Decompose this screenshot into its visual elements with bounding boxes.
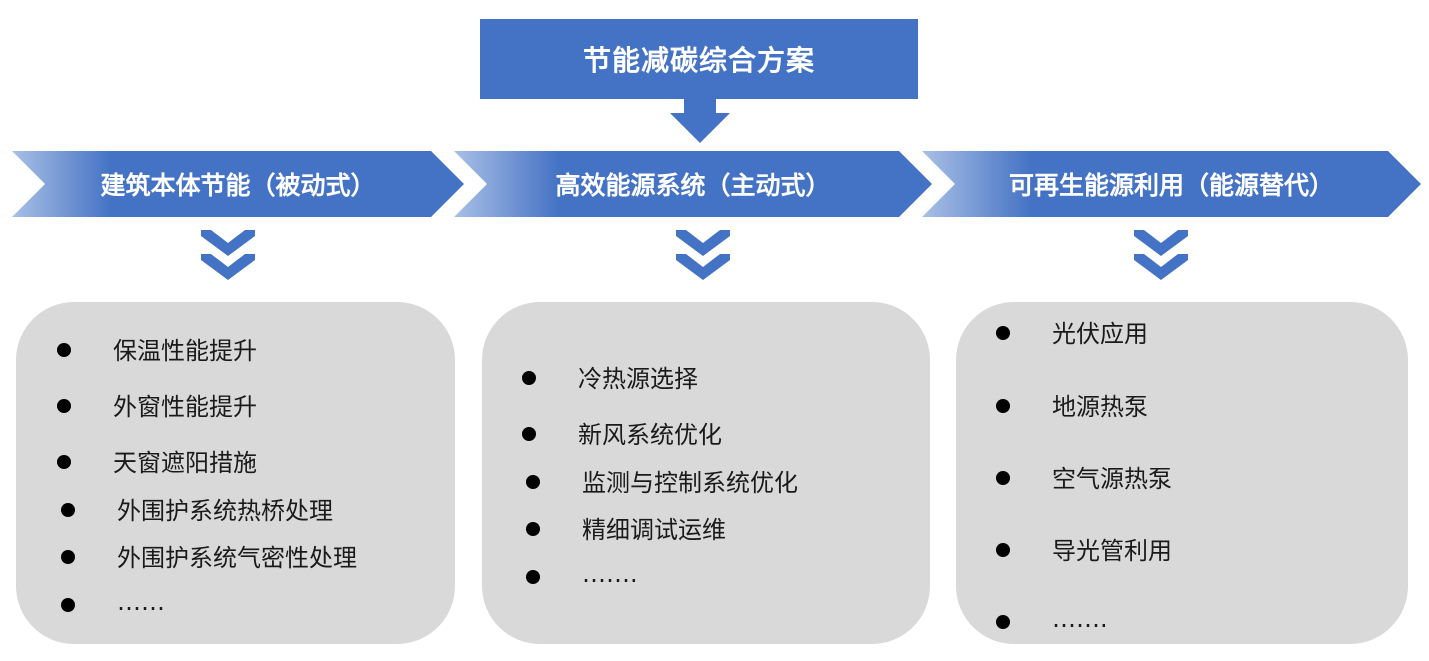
list-item: ……. <box>582 560 638 588</box>
bullet-dot-icon <box>61 550 75 564</box>
column-3-label: 可再生能源利用（能源替代） <box>1008 171 1334 200</box>
list-item: 光伏应用 <box>1052 320 1148 348</box>
list-item: ……. <box>1052 605 1108 633</box>
list-item: 地源热泵 <box>1052 393 1148 421</box>
bullet-dot-icon <box>996 543 1010 557</box>
column-2-card <box>482 302 930 644</box>
list-item: 精细调试运维 <box>582 516 726 544</box>
column-2-banner: 高效能源系统（主动式） <box>454 151 932 217</box>
list-item: …… <box>117 588 165 616</box>
list-item: 导光管利用 <box>1052 537 1172 565</box>
list-item: 新风系统优化 <box>578 421 722 449</box>
bullet-dot-icon <box>61 598 75 612</box>
double-chevron-down-icon <box>676 230 730 280</box>
list-item: 空气源热泵 <box>1052 465 1172 493</box>
double-chevron-down-icon <box>1134 230 1188 280</box>
diagram-title: 节能减碳综合方案 <box>582 44 815 77</box>
column-2-label: 高效能源系统（主动式） <box>555 171 831 200</box>
list-item: 天窗遮阳措施 <box>113 449 257 477</box>
bullet-dot-icon <box>526 522 540 536</box>
bullet-dot-icon <box>57 399 71 413</box>
title-box: 节能减碳综合方案 <box>480 19 918 99</box>
bullet-dot-icon <box>522 371 536 385</box>
bullet-dot-icon <box>996 471 1010 485</box>
bullet-dot-icon <box>57 455 71 469</box>
bullet-dot-icon <box>996 326 1010 340</box>
bullet-dot-icon <box>996 615 1010 629</box>
list-item: 外围护系统气密性处理 <box>117 544 357 572</box>
list-item: 监测与控制系统优化 <box>582 469 798 497</box>
column-1-label: 建筑本体节能（被动式） <box>100 171 376 200</box>
bullet-dot-icon <box>522 427 536 441</box>
bullet-dot-icon <box>61 503 75 517</box>
list-item: 冷热源选择 <box>578 365 698 393</box>
list-item: 外围护系统热桥处理 <box>117 497 333 525</box>
double-chevron-down-icon <box>201 230 255 280</box>
column-3-card <box>956 302 1408 644</box>
bullet-dot-icon <box>526 475 540 489</box>
list-item: 保温性能提升 <box>113 337 257 365</box>
column-3-banner: 可再生能源利用（能源替代） <box>922 151 1421 217</box>
column-1-card <box>16 302 455 644</box>
bullet-dot-icon <box>526 570 540 584</box>
column-1-banner: 建筑本体节能（被动式） <box>12 151 464 217</box>
bullet-dot-icon <box>57 343 71 357</box>
bullet-dot-icon <box>996 399 1010 413</box>
list-item: 外窗性能提升 <box>113 393 257 421</box>
triangle-down-icon <box>670 99 730 143</box>
